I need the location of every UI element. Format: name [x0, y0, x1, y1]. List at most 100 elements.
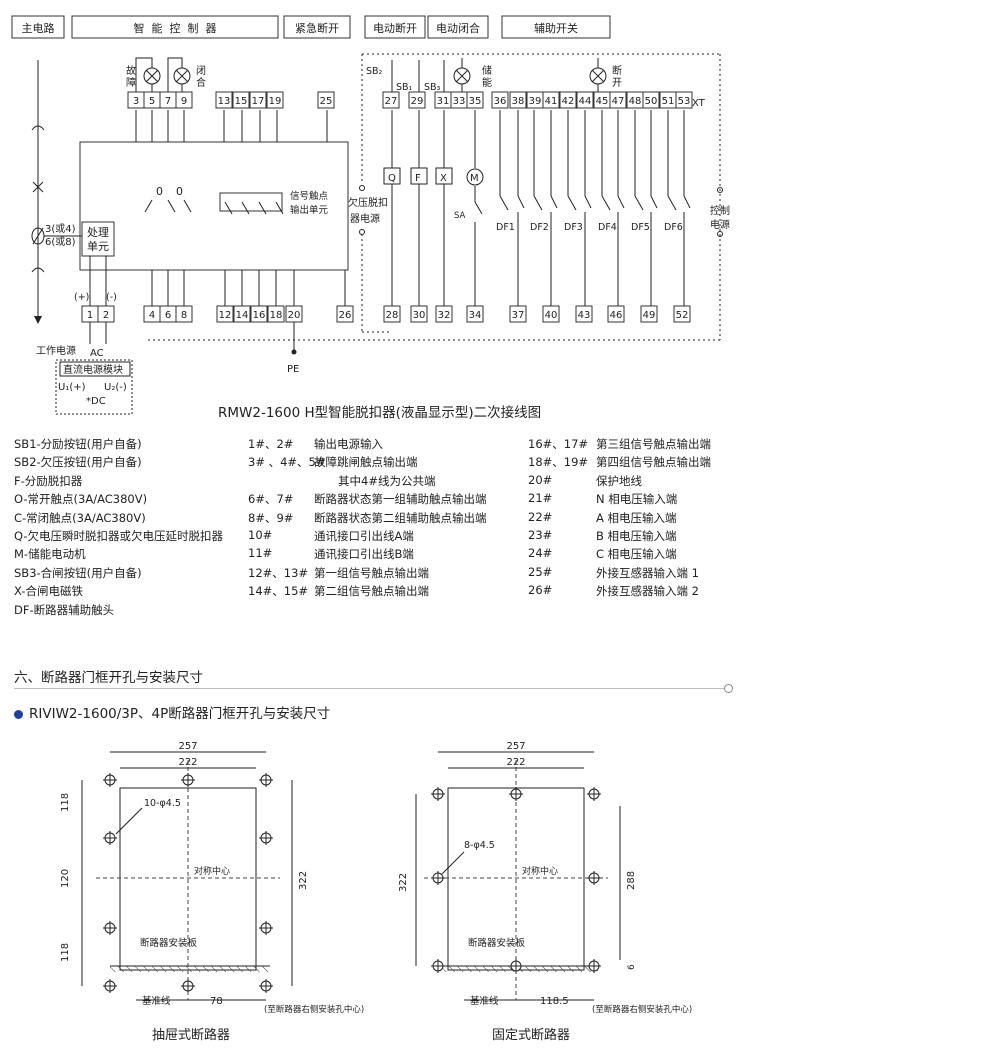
df-label: DF3 — [564, 222, 583, 233]
legend-desc: A 相电压输入端 — [596, 510, 677, 525]
legend-terminal: 20# — [528, 472, 553, 487]
top-terminal-label: 41 — [545, 96, 558, 107]
legend-desc: 其中4#线为公共端 — [338, 473, 436, 488]
legend-desc: 外接互感器输入端 1 — [596, 565, 699, 580]
u1-label: U₁(+) — [58, 382, 86, 393]
holes-label: 8-φ4.5 — [464, 840, 495, 851]
main-circuit — [31, 60, 45, 324]
bottom-terminal-label: 30 — [413, 310, 426, 321]
lamp-store-label-1: 储 — [482, 64, 492, 77]
holes-label: 10-φ4.5 — [144, 798, 181, 809]
header-box-electric-open — [364, 15, 426, 39]
legend-item: X-合闸电磁铁 — [14, 584, 83, 599]
legend-desc: 第二组信号触点输出端 — [314, 584, 429, 599]
top-terminal-50 — [642, 91, 660, 109]
top-terminal-label: 33 — [453, 96, 466, 107]
bottom-terminal-52 — [673, 305, 691, 323]
legend-terminal: 25# — [528, 564, 553, 579]
section-title: 六、断路器门框开孔与安装尺寸 — [14, 670, 203, 686]
u2-label: U₂(-) — [104, 382, 127, 393]
sub-title: RIVIW2-1600/3P、4P断路器门框开孔与安装尺寸 — [14, 702, 330, 722]
ct-label-a: 3(或4) — [45, 223, 76, 235]
top-terminal-label: 17 — [252, 96, 265, 107]
header-label-main-circuit: 主电路 — [22, 22, 55, 35]
control-circuit — [359, 53, 723, 340]
contact-zero-b: 0 — [176, 185, 183, 198]
process-unit-box — [81, 221, 115, 257]
top-terminal-47 — [609, 91, 627, 109]
top-terminal-15 — [232, 91, 250, 109]
dim-outer-width: 257 — [506, 741, 525, 752]
bottom-terminal-label: 4 — [149, 310, 155, 321]
datum-label: 基准线 — [470, 995, 499, 1007]
component-f: F — [415, 173, 421, 184]
top-terminal-17 — [249, 91, 267, 109]
top-terminal-label: 29 — [411, 96, 424, 107]
signal-contact-unit-box — [219, 192, 283, 212]
dc-module-label: 直流电源模块 — [63, 363, 123, 376]
legend-desc: 第三组信号触点输出端 — [596, 437, 711, 451]
header-label-electric-open: 电动断开 — [373, 21, 417, 35]
bottom-terminal-label: 34 — [469, 310, 482, 321]
process-unit-label-1: 处理 — [87, 226, 109, 239]
legend-terminal: 11# — [248, 546, 273, 561]
legend-terminal: 12#、13# — [248, 565, 309, 580]
component-q: Q — [388, 173, 396, 184]
bottom-terminal-label: 32 — [438, 310, 451, 321]
top-terminal-label: 7 — [165, 96, 171, 107]
mount-plate-label: 断路器安装板 — [468, 937, 526, 949]
header-box-controller — [71, 15, 279, 39]
bottom-terminal-label: 49 — [643, 310, 656, 321]
minus-label: (-) — [106, 292, 117, 303]
bottom-terminal-label: 18 — [270, 310, 283, 321]
ac-label: AC — [90, 348, 104, 359]
bottom-terminal-43 — [575, 305, 593, 323]
lamp-store-label-2: 能 — [482, 76, 492, 89]
symmetry-center-label: 对称中心 — [194, 865, 230, 877]
top-terminal-label: 19 — [269, 96, 282, 107]
legend-desc: 断路器状态第二组辅助触点输出端 — [314, 510, 487, 525]
top-terminal-label: 5 — [149, 96, 155, 107]
bottom-terminal-label: 37 — [512, 310, 525, 321]
top-terminal-29 — [408, 91, 426, 109]
dim-inner-height: 288 — [626, 871, 637, 890]
dc-label: *DC — [86, 396, 106, 407]
legend-desc: 保护地线 — [596, 473, 642, 488]
bottom-terminal-label: 43 — [578, 310, 591, 321]
top-terminal-label: 48 — [629, 96, 642, 107]
xt-label: XT — [692, 98, 706, 109]
top-terminal-53 — [675, 91, 693, 109]
header-box-emergency-open — [283, 15, 351, 39]
legend-desc: 外接互感器输入端 2 — [596, 584, 699, 599]
lamp-close-label-2: 合 — [196, 76, 206, 89]
sb1-label: SB₁ — [396, 82, 413, 93]
legend-terminal: 21# — [528, 491, 553, 506]
header-label-electric-close: 电动闭合 — [436, 21, 480, 35]
top-terminal-label: 47 — [612, 96, 625, 107]
dim-bottom: 118 — [60, 943, 71, 962]
top-terminal-label: 3 — [133, 96, 139, 107]
bottom-terminal-label: 28 — [386, 310, 399, 321]
top-terminal-label: 45 — [596, 96, 609, 107]
bottom-terminal-label: 2 — [103, 310, 109, 321]
left-drawing: 257222对称中心断路器安装板基准线(至断路器右侧安装孔中心)10-φ4.57… — [60, 741, 364, 1015]
right-drawing: 257222对称中心断路器安装板基准线(至断路器右侧安装孔中心)8-φ4.511… — [398, 741, 692, 1015]
legend-terminal: 10# — [248, 528, 273, 542]
legend-terminal: 14#、15# — [248, 584, 309, 599]
controller-box — [79, 141, 349, 271]
df-label: DF4 — [598, 222, 617, 233]
dim-inner-width: 222 — [506, 757, 525, 768]
bottom-terminal-label: 14 — [236, 310, 249, 321]
header-boxes: 主电路 智 能 控 制 器 紧急断开 电动断开 电动闭合 辅助开关 — [11, 15, 611, 39]
top-terminal-25 — [317, 91, 335, 109]
dim-inner-width: 222 — [178, 757, 197, 768]
wiring-caption: RMW2-1600 H型智能脱扣器(液晶显示型)二次接线图 — [218, 405, 542, 421]
df-label: DF1 — [496, 222, 515, 233]
legend-terminal: 26# — [528, 583, 553, 598]
legend-terminal: 23# — [528, 528, 553, 542]
controller-wires — [89, 110, 346, 352]
datum-note: (至断路器右侧安装孔中心) — [592, 1004, 692, 1015]
legend-desc: N 相电压输入端 — [596, 492, 678, 507]
